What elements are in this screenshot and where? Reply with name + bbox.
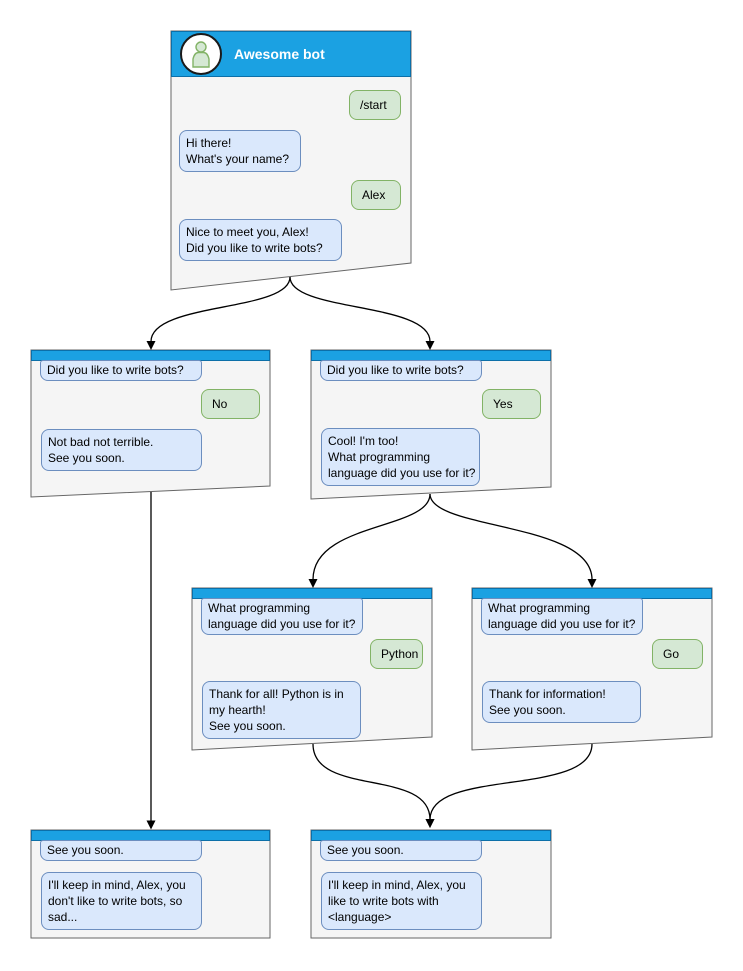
window-title: Awesome bot <box>234 46 325 62</box>
bubble-bot-reply: Cool! I'm too! What programming language… <box>321 428 480 486</box>
bubble-context: Did you like to write bots? <box>320 360 482 381</box>
connector-python-to-end <box>312 743 435 828</box>
bubble-context: What programming language did you use fo… <box>481 598 643 635</box>
chat-node-end-yes: See you soon. I'll keep in mind, Alex, y… <box>311 830 551 938</box>
connector-yes-to-go <box>429 493 597 588</box>
bubble-ask-write-bots: Nice to meet you, Alex! Did you like to … <box>179 219 342 261</box>
bubble-bot-reply: Not bad not terrible. See you soon. <box>41 429 202 471</box>
avatar <box>180 33 222 75</box>
bubble-user-reply-go: Go <box>652 639 703 669</box>
connector-main-to-yes <box>289 276 435 350</box>
person-icon <box>192 40 210 68</box>
bubble-context: What programming language did you use fo… <box>201 598 363 635</box>
chat-node-end-no: See you soon. I'll keep in mind, Alex, y… <box>31 830 270 938</box>
bubble-bot-reply: I'll keep in mind, Alex, you don't like … <box>41 872 202 930</box>
connector-go-to-end <box>425 743 593 828</box>
bubble-context: See you soon. <box>320 840 482 861</box>
bubble-user-reply-python: Python <box>370 639 423 669</box>
chat-node-yes-branch: Did you like to write bots? Yes Cool! I'… <box>311 350 551 499</box>
bubble-bot-reply: Thank for all! Python is in my hearth! S… <box>202 681 361 739</box>
connector-yes-to-python <box>308 493 431 588</box>
bubble-user-reply-yes: Yes <box>482 389 541 419</box>
chat-node-no-branch: Did you like to write bots? No Not bad n… <box>31 350 270 497</box>
chat-window-main: Awesome bot /start Hi there! What's your… <box>171 31 411 290</box>
bubble-name-reply: Alex <box>351 180 401 210</box>
bubble-user-reply-no: No <box>201 389 260 419</box>
window-header: Awesome bot <box>171 31 411 77</box>
bubble-start-command: /start <box>349 90 401 120</box>
bubble-bot-reply: Thank for information! See you soon. <box>482 681 641 723</box>
bubble-context: Did you like to write bots? <box>40 360 202 381</box>
chat-node-python-branch: What programming language did you use fo… <box>192 588 432 750</box>
chat-node-go-branch: What programming language did you use fo… <box>472 588 712 750</box>
connector-main-to-no <box>146 276 291 350</box>
bubble-bot-reply: I'll keep in mind, Alex, you like to wri… <box>321 872 482 930</box>
bubble-ask-name: Hi there! What's your name? <box>179 130 301 172</box>
bubble-context: See you soon. <box>40 840 202 861</box>
